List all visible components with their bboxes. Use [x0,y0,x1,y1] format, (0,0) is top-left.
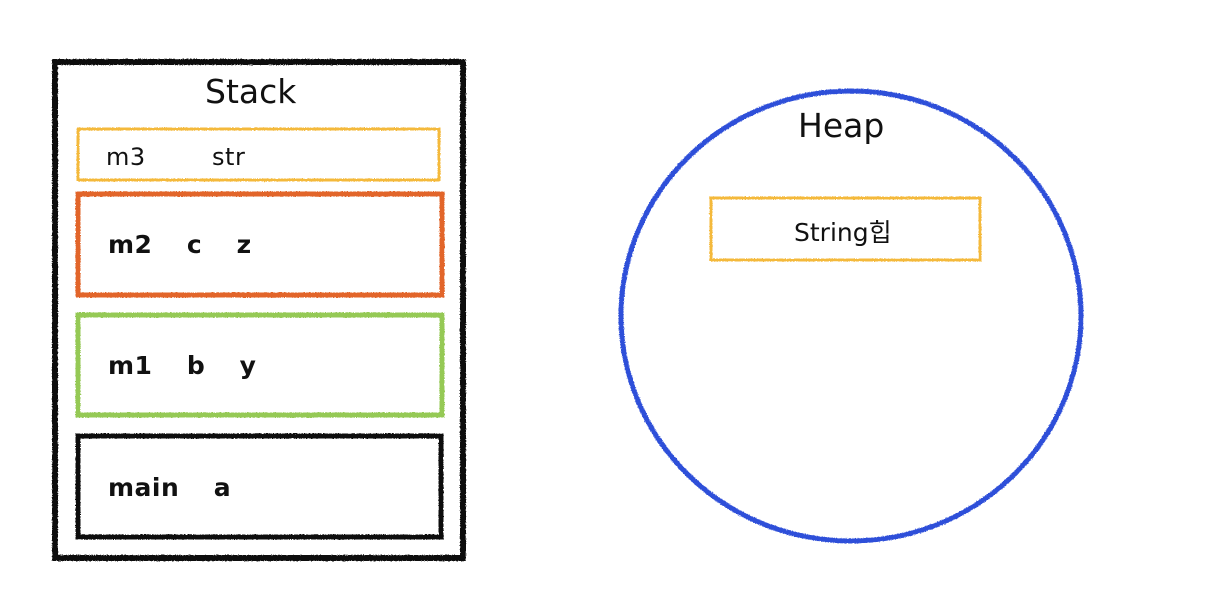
stack-frame-m2 [75,191,445,298]
stack-frame-m2-label: m2 c z [108,230,252,259]
stack-title: Stack [205,72,297,111]
stack-frame-main [75,433,444,540]
stack-frame-m1-label: m1 b y [108,351,257,380]
heap-title: Heap [798,106,885,145]
heap-object-string [709,196,982,262]
stack-frame-m1 [75,312,445,418]
stack-frame-m3 [76,127,441,182]
heap-object-string-label: String힙 [794,218,892,247]
stack-frame-main-label: main a [108,473,232,502]
stack-frame-m3-label: m3 str [106,143,246,171]
stack-container [52,59,466,561]
heap-circle [618,88,1084,544]
